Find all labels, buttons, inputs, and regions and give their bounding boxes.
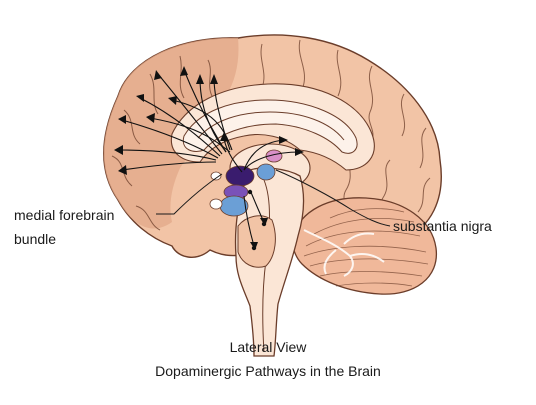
- pons: [237, 215, 276, 268]
- substantia-nigra-label: substantia nigra: [393, 218, 492, 234]
- inner-cortex-region: [170, 83, 375, 171]
- frontal-lobe-shade: [103, 37, 239, 229]
- pituitary: [209, 198, 223, 210]
- dopaminergic-pathways: [117, 69, 301, 247]
- callosum-inner-line: [197, 111, 345, 141]
- medial-forebrain-leader: [156, 173, 223, 215]
- substantia-nigra-nucleus: [256, 163, 276, 181]
- pineal-region: [265, 149, 283, 163]
- caption-title: Dopaminergic Pathways in the Brain: [155, 363, 381, 379]
- medial-forebrain-label-line2: bundle: [14, 231, 57, 247]
- optic-chiasm: [210, 171, 222, 181]
- pathway-dots: [247, 189, 267, 251]
- cerebellum-folia: [303, 208, 429, 287]
- corpus-callosum: [182, 99, 358, 154]
- medial-forebrain-label-line1: medial forebrain: [14, 207, 115, 223]
- substantia-nigra-leader: [275, 169, 391, 227]
- arbor-vitae: [303, 229, 385, 277]
- pathway-arrowheads: [114, 66, 304, 250]
- caption-view: Lateral View: [229, 339, 307, 355]
